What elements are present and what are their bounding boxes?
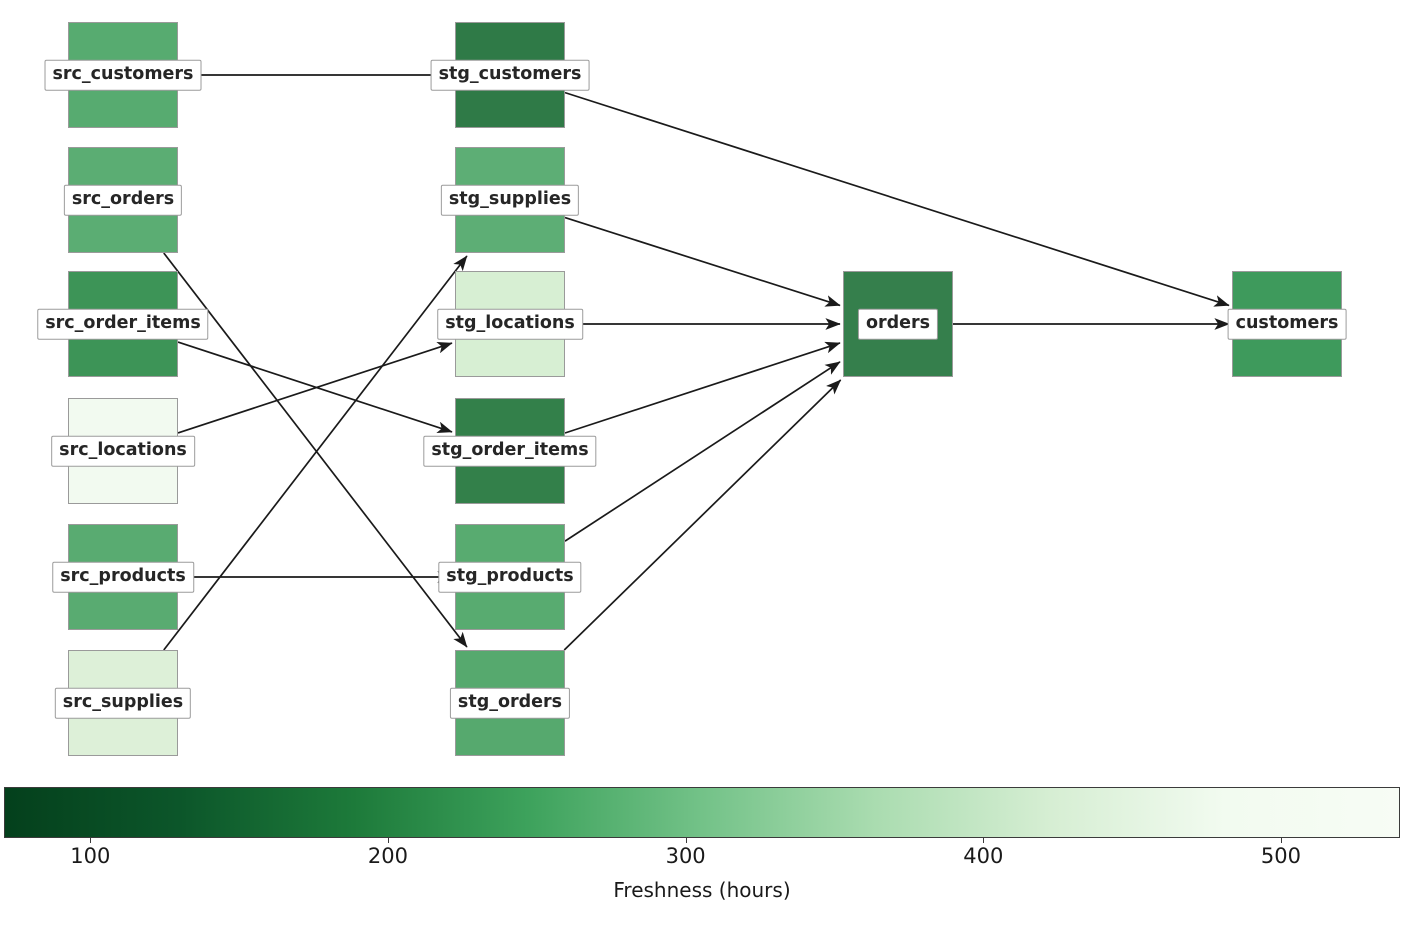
- edge-stg_products-to-orders: [564, 361, 841, 542]
- colorbar-tick-300: [685, 838, 687, 843]
- node-label-orders: orders: [857, 308, 939, 340]
- colorbar-tick-label-200: 200: [367, 844, 409, 868]
- node-label-stg_order_items: stg_order_items: [423, 435, 597, 467]
- node-label-stg_supplies: stg_supplies: [440, 184, 580, 216]
- node-label-stg_locations: stg_locations: [437, 308, 583, 340]
- colorbar-tick-label-500: 500: [1260, 844, 1301, 868]
- edge-src_locations-to-stg_locations: [177, 341, 453, 434]
- node-label-stg_orders: stg_orders: [449, 687, 571, 719]
- edge-stg_order_items-to-orders: [564, 341, 841, 434]
- node-label-src_order_items: src_order_items: [37, 308, 209, 340]
- colorbar-tick-label-300: 300: [665, 844, 706, 868]
- edge-group: [163, 74, 1230, 651]
- colorbar-tick-100: [90, 838, 92, 843]
- colorbar-tick-500: [1280, 838, 1282, 843]
- edge-stg_orders-to-orders: [563, 379, 842, 651]
- edge-layer: [163, 74, 1230, 651]
- node-label-stg_customers: stg_customers: [430, 59, 590, 91]
- node-label-customers: customers: [1227, 308, 1347, 340]
- colorbar: 100 200 300 400 500 Freshness (hours): [0, 780, 1410, 926]
- edge-src_supplies-to-stg_supplies: [163, 255, 468, 651]
- colorbar-gradient: [4, 787, 1400, 838]
- colorbar-tick-label-400: 400: [963, 844, 1004, 868]
- edge-src_orders-to-stg_orders: [163, 252, 468, 648]
- node-label-src_customers: src_customers: [44, 59, 202, 91]
- colorbar-tick-label-100: 100: [70, 844, 111, 868]
- node-label-stg_products: stg_products: [438, 561, 582, 593]
- node-label-src_locations: src_locations: [51, 435, 195, 467]
- edge-src_order_items-to-stg_order_items: [177, 341, 453, 434]
- colorbar-tick-200: [387, 838, 389, 843]
- node-label-src_products: src_products: [52, 561, 194, 593]
- edge-stg_supplies-to-orders: [564, 216, 841, 307]
- colorbar-axis-label: Freshness (hours): [613, 878, 791, 902]
- colorbar-tick-400: [983, 838, 985, 843]
- node-label-src_supplies: src_supplies: [54, 687, 192, 719]
- node-label-src_orders: src_orders: [63, 184, 183, 216]
